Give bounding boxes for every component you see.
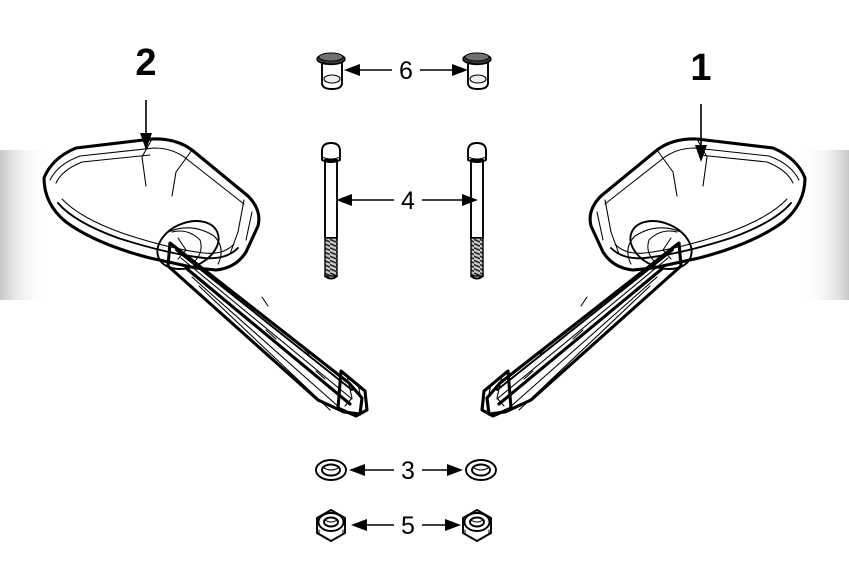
part-mirror-right	[480, 137, 807, 418]
callout-1-number: 1	[690, 47, 711, 89]
vignette-left	[0, 150, 52, 300]
callout-1-arrowhead	[695, 145, 707, 162]
callout-6-arrowhead-right	[452, 64, 468, 76]
part-washer-right	[465, 459, 497, 481]
part-grommet-right	[462, 52, 492, 90]
part-bolt-left	[321, 142, 341, 280]
callout-3-arrowhead-left	[349, 464, 365, 476]
part-nut-right	[462, 509, 492, 542]
mirror-right-housing	[588, 137, 807, 272]
part-grommet-left	[316, 52, 346, 90]
part-mirror-left	[42, 137, 369, 418]
mirror-left-stalk	[166, 241, 369, 418]
callout-2-arrowhead	[140, 133, 152, 150]
callout-5: 5	[351, 512, 461, 540]
callout-5-number: 5	[401, 512, 415, 540]
part-nut-left	[316, 509, 346, 542]
callout-4-number: 4	[401, 187, 415, 215]
callout-4-arrowhead-right	[462, 194, 478, 206]
mirror-right-stalk	[480, 241, 683, 418]
callout-5-arrowhead-right	[445, 519, 461, 531]
callout-2: 2	[135, 42, 157, 150]
part-washer-left	[315, 459, 347, 481]
callout-6-number: 6	[399, 57, 413, 85]
callout-5-arrowhead-left	[351, 519, 367, 531]
part-bolt-right	[467, 142, 487, 280]
vignette-right	[797, 150, 849, 300]
callout-4: 4	[336, 187, 478, 215]
mirror-left-pivot	[156, 220, 220, 270]
callout-3: 3	[349, 457, 463, 485]
callout-3-number: 3	[401, 457, 415, 485]
callout-1: 1	[690, 47, 712, 162]
callout-2-number: 2	[135, 42, 156, 84]
mirror-left-housing	[42, 137, 261, 272]
callout-4-arrowhead-left	[336, 194, 352, 206]
callout-6: 6	[344, 57, 468, 85]
callout-3-arrowhead-right	[447, 464, 463, 476]
callout-6-arrowhead-left	[344, 64, 360, 76]
